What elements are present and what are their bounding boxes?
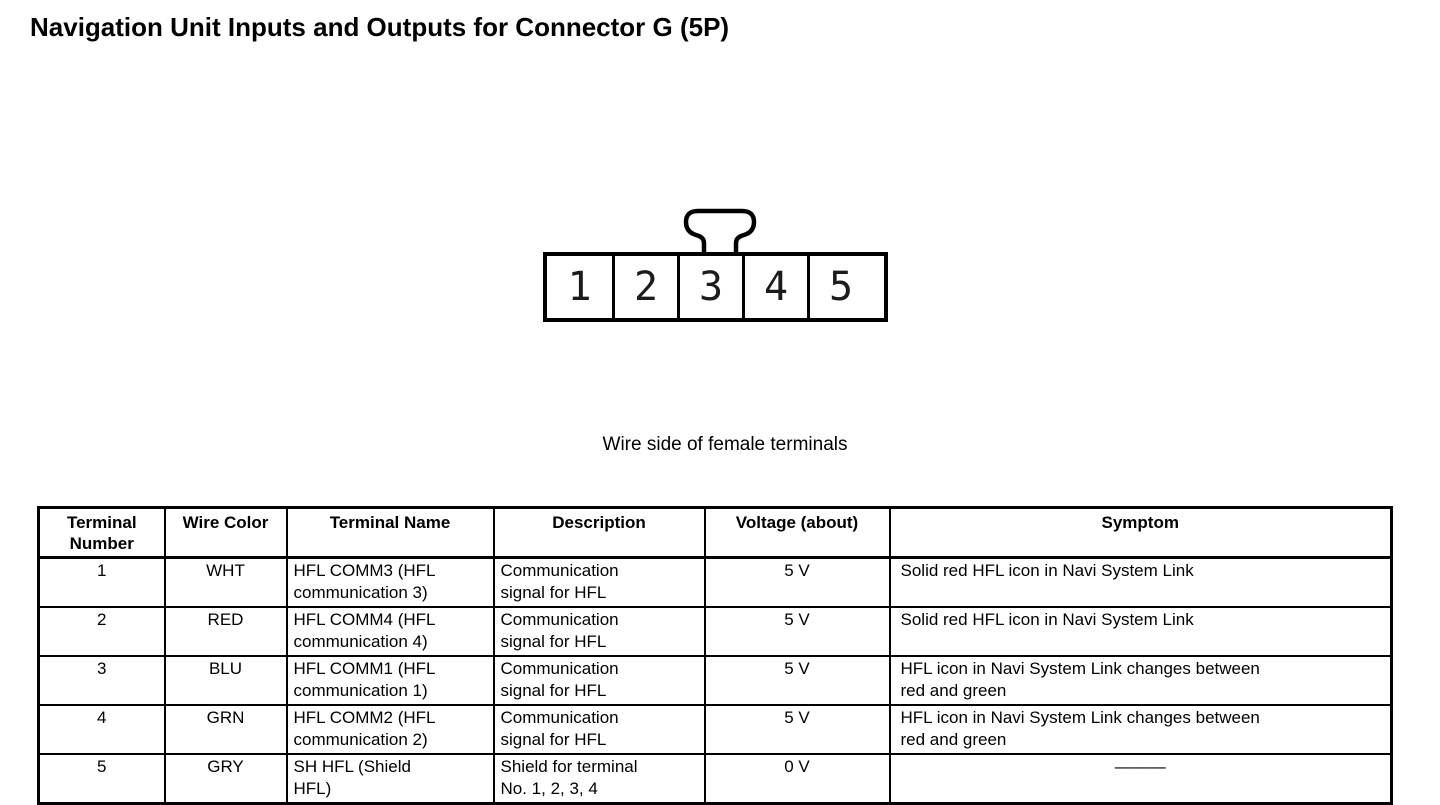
cell-terminal-name: HFL COMM1 (HFL communication 1) (285, 655, 495, 706)
cell-terminal-number: 4 (37, 704, 166, 755)
cell-wire-color: GRN (163, 704, 288, 755)
cell-voltage: 5 V (703, 704, 891, 755)
cell-terminal-name: HFL COMM2 (HFL communication 2) (285, 704, 495, 755)
col-header-voltage: Voltage (about) (703, 506, 891, 559)
cell-symptom: HFL icon in Navi System Link changes bet… (888, 704, 1393, 755)
table-row: 2 RED HFL COMM4 (HFL communication 4) Co… (37, 606, 1393, 657)
cell-terminal-name: HFL COMM4 (HFL communication 4) (285, 606, 495, 657)
cell-symptom-dash: ——— (888, 753, 1393, 805)
cell-wire-color: RED (163, 606, 288, 657)
cell-symptom: HFL icon in Navi System Link changes bet… (888, 655, 1393, 706)
connector-pin-2: 2 (612, 256, 677, 318)
connector-body: 1 2 3 4 5 (543, 252, 888, 322)
connector-pin-3: 3 (677, 256, 742, 318)
cell-voltage: 0 V (703, 753, 891, 805)
col-header-terminal-number: Terminal Number (37, 506, 166, 559)
cell-terminal-number: 3 (37, 655, 166, 706)
cell-terminal-number: 5 (37, 753, 166, 805)
connector-diagram: 1 2 3 4 5 (543, 206, 897, 322)
cell-wire-color: GRY (163, 753, 288, 805)
cell-terminal-number: 1 (37, 556, 166, 608)
cell-description: Communication signal for HFL (492, 606, 706, 657)
connector-pin-1: 1 (567, 264, 592, 310)
table-row: 5 GRY SH HFL (Shield HFL) Shield for ter… (37, 753, 1393, 805)
cell-symptom: Solid red HFL icon in Navi System Link (888, 556, 1393, 608)
connector-pin-4: 4 (742, 256, 807, 318)
cell-wire-color: BLU (163, 655, 288, 706)
cell-voltage: 5 V (703, 655, 891, 706)
cell-terminal-name: SH HFL (Shield HFL) (285, 753, 495, 805)
cell-terminal-name: HFL COMM3 (HFL communication 3) (285, 556, 495, 608)
cell-wire-color: WHT (163, 556, 288, 608)
col-header-symptom: Symptom (888, 506, 1393, 559)
table-row: 3 BLU HFL COMM1 (HFL communication 1) Co… (37, 655, 1393, 706)
connector-pin-5: 5 (807, 256, 872, 318)
cell-description: Communication signal for HFL (492, 655, 706, 706)
io-table: Terminal Number Wire Color Terminal Name… (37, 506, 1393, 805)
col-header-terminal-name: Terminal Name (285, 506, 495, 559)
page-title: Navigation Unit Inputs and Outputs for C… (30, 12, 730, 42)
col-header-wire-color: Wire Color (163, 506, 288, 559)
table-row: 4 GRN HFL COMM2 (HFL communication 2) Co… (37, 704, 1393, 755)
cell-voltage: 5 V (703, 556, 891, 608)
table-header-row: Terminal Number Wire Color Terminal Name… (37, 506, 1393, 559)
table-row: 1 WHT HFL COMM3 (HFL communication 3) Co… (37, 556, 1393, 608)
cell-voltage: 5 V (703, 606, 891, 657)
connector-latch-tab-icon (683, 208, 757, 255)
cell-description: Shield for terminal No. 1, 2, 3, 4 (492, 753, 706, 805)
cell-symptom: Solid red HFL icon in Navi System Link (888, 606, 1393, 657)
cell-terminal-number: 2 (37, 606, 166, 657)
col-header-description: Description (492, 506, 706, 559)
connector-caption: Wire side of female terminals (602, 434, 848, 455)
cell-description: Communication signal for HFL (492, 704, 706, 755)
cell-description: Communication signal for HFL (492, 556, 706, 608)
